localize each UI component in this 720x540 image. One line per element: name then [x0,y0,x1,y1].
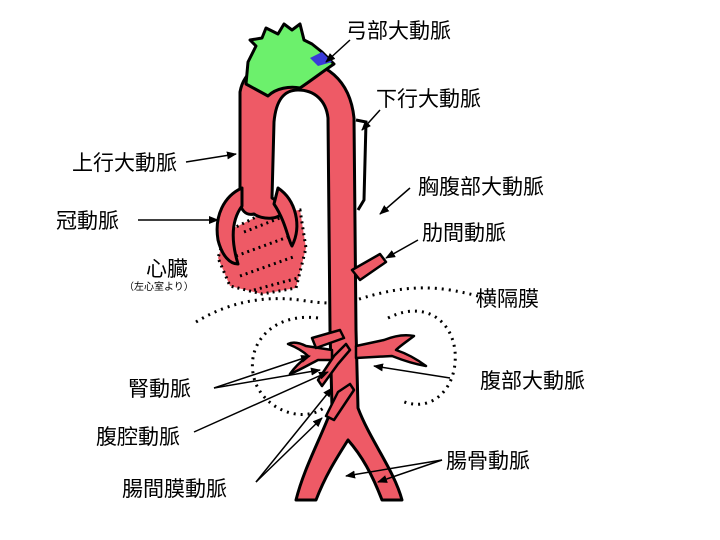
label-coronary-artery: 冠動脈 [56,209,119,233]
mesenteric-artery [324,382,356,422]
abdominal-aorta-arrow [373,363,451,379]
aortic-arch-arrow [325,39,351,63]
label-diaphragm: 横隔膜 [476,287,539,311]
mesenteric-arrow-1 [255,417,323,483]
renal-arrow-1 [213,355,311,389]
mesenteric-arrow-2 [255,387,333,483]
label-aortic-arch: 弓部大動脈 [346,19,451,43]
descending-aorta-arrow [361,109,381,131]
renal-arrow-2 [213,367,321,389]
label-heart: 心臓 [146,257,188,281]
label-iliac-artery: 腸骨動脈 [446,449,530,473]
ascending-aorta-arrow [185,151,237,163]
label-thoracoabdominal-aorta: 胸腹部大動脈 [418,175,544,199]
iliac-arrow-1 [345,459,443,479]
label-ascending-aorta: 上行大動脈 [72,151,177,175]
iliac-arrow-2 [377,459,443,483]
heart [216,208,308,296]
label-mesenteric-artery: 腸間膜動脈 [122,477,227,501]
kidney-left [250,315,328,416]
intercostal-arrow [385,239,419,259]
label-heart-note: （左心室より） [124,280,194,293]
labels: 弓部大動脈 下行大動脈 上行大動脈 胸腹部大動脈 冠動脈 肋間動脈 心臓 （左心… [56,19,585,501]
intercostal-artery [350,252,388,282]
label-descending-aorta: 下行大動脈 [376,87,481,111]
label-abdominal-aorta: 腹部大動脈 [480,369,585,393]
coronary-artery [215,186,299,266]
label-celiac-artery: 腹腔動脈 [96,425,180,449]
label-intercostal-artery: 肋間動脈 [422,221,506,245]
celiac-arrow [193,371,329,433]
renal-artery-right [354,333,428,368]
thoracoabdominal-arrow [379,187,411,215]
diaphragm [195,286,479,324]
label-renal-artery: 腎動脈 [128,377,191,401]
leader-arrows [138,39,451,483]
